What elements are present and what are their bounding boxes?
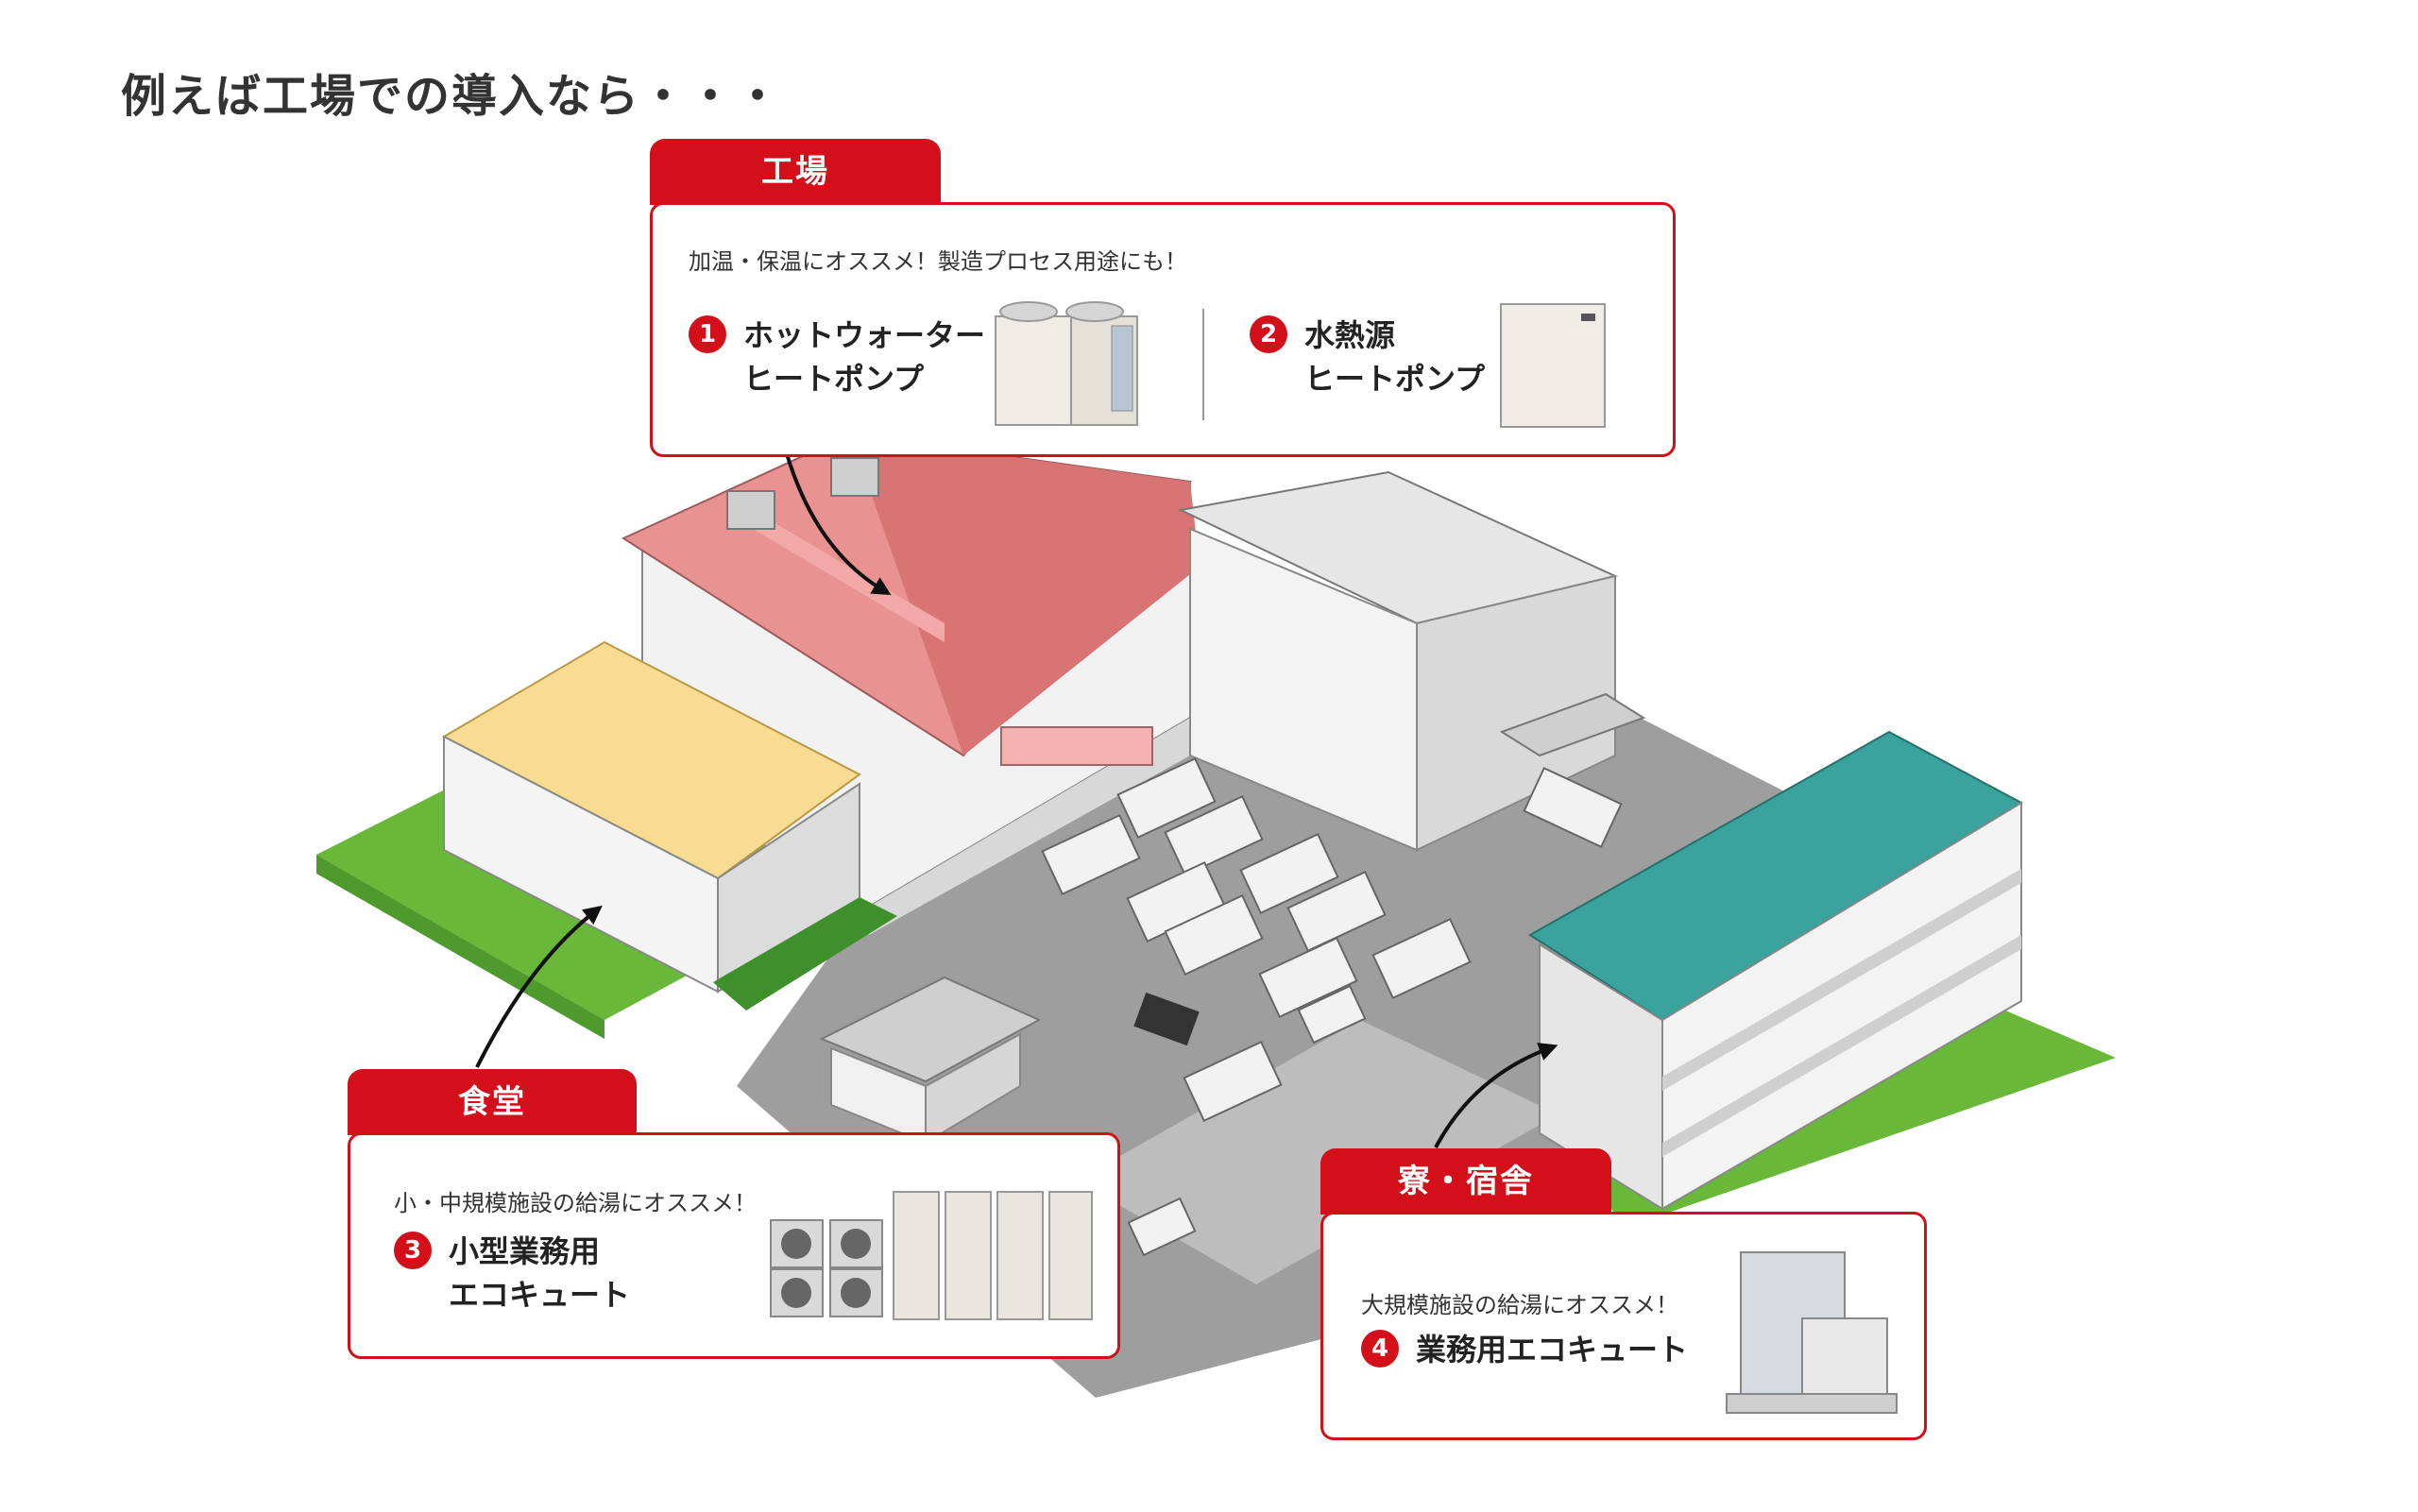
arrow-to-dormitory [1434, 1043, 1558, 1148]
canteen-building [441, 640, 897, 1011]
page-title: 例えば工場での導入なら・・・ [121, 70, 783, 123]
product-3-name-line2: エコキュート [449, 1277, 631, 1313]
product-1-name: ホットウォーター ヒートポンプ [743, 314, 985, 400]
product-3-name: 小型業務用 エコキュート [449, 1230, 630, 1317]
product-4-name: 業務用エコキュート [1416, 1332, 1689, 1368]
vehicles-cars [1127, 984, 1367, 1257]
warehouse-building [1177, 470, 1646, 852]
product-3-name-line1: 小型業務用 [449, 1233, 601, 1269]
canteen-callout-panel: 小・中規模施設の給湯にオススメ！ 3 小型業務用 エコキュート [348, 1132, 1120, 1359]
product-2-row: 2 水熱源 ヒートポンプ [1250, 314, 1485, 400]
arrow-to-factory [782, 443, 892, 596]
small-commercial-ecocute-icon [770, 1191, 1093, 1320]
product-number-badge: 2 [1250, 315, 1287, 353]
dormitory-subtitle: 大規模施設の給湯にオススメ！ [1361, 1292, 1678, 1318]
product-4-row: 4 業務用エコキュート [1361, 1328, 1688, 1371]
commercial-ecocute-icon [1726, 1251, 1898, 1414]
dormitory-building [1528, 730, 2024, 1211]
factory-subtitle: 加温・保温にオススメ！製造プロセス用途にも！ [689, 248, 1187, 275]
product-number-badge: 4 [1361, 1330, 1399, 1368]
delivery-trucks [1041, 756, 1623, 1123]
product-1-row: 1 ホットウォーター ヒートポンプ [689, 314, 985, 400]
dormitory-callout-panel: 大規模施設の給湯にオススメ！ 4 業務用エコキュート [1320, 1212, 1927, 1440]
product-2-name-line1: 水熱源 [1304, 317, 1396, 353]
canteen-subtitle: 小・中規模施設の給湯にオススメ！ [394, 1190, 757, 1216]
product-1-name-line1: ホットウォーター [743, 317, 986, 353]
product-number-badge: 1 [689, 315, 726, 353]
factory-label-tab: 工場 [650, 139, 941, 205]
product-2-name-line2: ヒートポンプ [1304, 361, 1486, 397]
product-1-name-line2: ヒートポンプ [743, 361, 925, 397]
dormitory-label-tab: 寮・宿舎 [1320, 1148, 1611, 1215]
guard-house [819, 976, 1042, 1145]
product-divider [1202, 309, 1204, 420]
product-2-name: 水熱源 ヒートポンプ [1304, 314, 1485, 400]
factory-callout-panel: 加温・保温にオススメ！製造プロセス用途にも！ 1 ホットウォーター ヒートポンプ… [650, 202, 1676, 457]
canteen-label-tab: 食堂 [348, 1069, 637, 1135]
product-number-badge: 3 [394, 1232, 432, 1269]
arrow-to-canteen [475, 905, 603, 1068]
hot-water-heat-pump-icon [995, 301, 1138, 426]
water-source-heat-pump-icon [1500, 303, 1606, 428]
product-3-row: 3 小型業務用 エコキュート [394, 1230, 630, 1317]
